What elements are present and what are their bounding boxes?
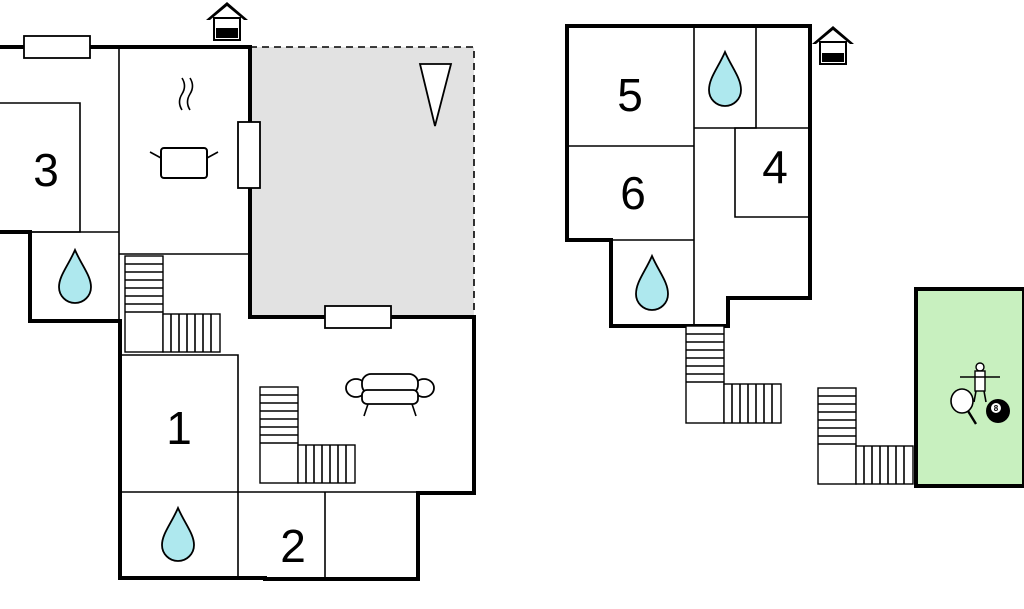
terrace	[250, 46, 475, 317]
window	[23, 35, 91, 59]
billiards-8-ball-icon: 8	[986, 399, 1010, 423]
games-room	[914, 287, 1024, 488]
left-building-outline	[0, 45, 476, 581]
window	[237, 121, 261, 189]
left-building-partitions	[0, 47, 418, 579]
billiard-ball-number: 8	[994, 404, 999, 413]
staircase	[817, 387, 914, 485]
staircase	[685, 325, 782, 424]
water-drop-icon	[161, 505, 195, 562]
room-number-6: 6	[620, 167, 646, 219]
staircase	[259, 386, 356, 484]
room-number-1: 1	[166, 402, 192, 454]
terrace-sunshade-icon	[418, 63, 453, 127]
window	[324, 305, 392, 329]
table-tennis-icon	[950, 388, 978, 425]
water-drop-icon	[58, 247, 92, 304]
sofa-icon	[345, 373, 435, 417]
room-number-2: 2	[280, 520, 306, 572]
house-entrance-icon	[206, 2, 248, 41]
room-number-5: 5	[617, 69, 643, 121]
room-number-3: 3	[33, 144, 59, 196]
right-building-partitions	[567, 26, 810, 326]
table-football-icon	[960, 362, 1000, 403]
water-drop-icon	[635, 253, 669, 311]
water-drop-icon	[708, 49, 742, 107]
house-entrance-icon	[812, 26, 854, 65]
right-building-outline	[565, 24, 812, 328]
cooking-pot-icon	[149, 77, 219, 179]
room-number-4: 4	[762, 141, 788, 193]
staircase	[124, 255, 221, 353]
